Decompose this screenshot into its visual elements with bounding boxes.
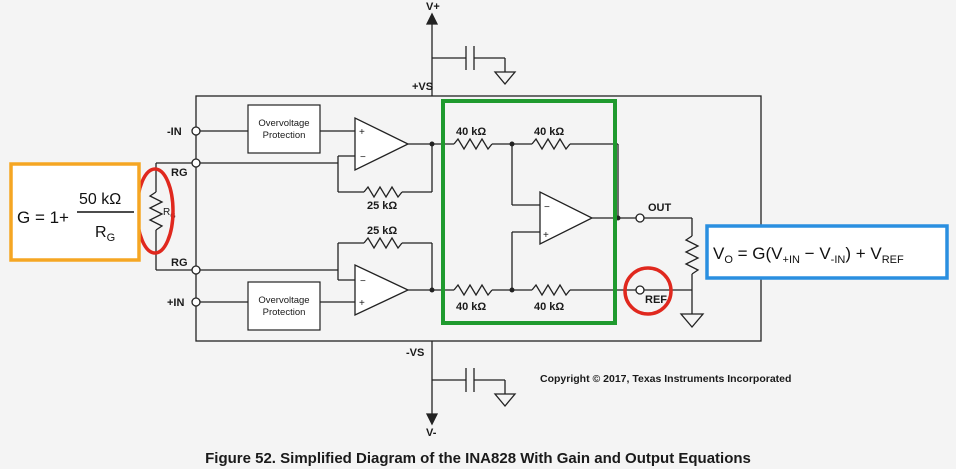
gain-numerator: 50 kΩ xyxy=(79,191,121,208)
ovp-top-line1: Overvoltage xyxy=(258,118,309,129)
opamp-bottom-plus-sign: + xyxy=(359,298,365,309)
rg-bottom-pin xyxy=(191,265,201,275)
supply-bottom xyxy=(425,341,517,426)
r40-bottom-left-label: 40 kΩ xyxy=(456,301,486,313)
plus-in-pin xyxy=(191,297,201,307)
junction-dot xyxy=(429,141,435,147)
ref-pin xyxy=(635,285,645,295)
plus-in-label: +IN xyxy=(167,297,184,309)
diff-opamp xyxy=(539,190,594,246)
gain-lhs: G = 1+ xyxy=(17,208,69,227)
minus-vs-label: -VS xyxy=(406,347,424,359)
r25-top-label: 25 kΩ xyxy=(367,200,397,212)
r25-bottom-label: 25 kΩ xyxy=(367,225,397,237)
output-equation: VO = G(V+IN − V-IN) + VREF xyxy=(713,244,904,266)
r40-bottom-right-label: 40 kΩ xyxy=(534,301,564,313)
rg-resistor xyxy=(148,162,192,271)
ovp-bottom-line2: Protection xyxy=(263,307,306,318)
copyright-text: Copyright © 2017, Texas Instruments Inco… xyxy=(540,373,791,385)
ref-label: REF xyxy=(645,294,667,306)
input-opamp-top xyxy=(354,116,410,172)
opamp-top-plus-sign: + xyxy=(359,127,365,138)
diff-opamp-plus-sign: + xyxy=(543,230,549,241)
ovp-bottom-block xyxy=(247,281,321,331)
figure-caption: Figure 52. Simplified Diagram of the INA… xyxy=(205,450,751,467)
plus-vs-label: +VS xyxy=(412,81,433,93)
diff-opamp-minus-sign: − xyxy=(544,202,550,213)
junction-dot xyxy=(509,141,515,147)
rg-top-label: RG xyxy=(171,167,188,179)
vplus-label: V+ xyxy=(426,1,440,13)
minus-in-pin xyxy=(191,126,201,136)
ovp-top-line2: Protection xyxy=(263,130,306,141)
junction-dot xyxy=(509,287,515,293)
chip-outline xyxy=(195,95,762,342)
out-label: OUT xyxy=(648,202,672,214)
diff-amp-wiring xyxy=(432,137,640,297)
input-opamp-bottom xyxy=(354,263,410,317)
r40-top-right-label: 40 kΩ xyxy=(534,126,564,138)
ovp-top-block xyxy=(247,104,321,154)
ovp-bottom-line1: Overvoltage xyxy=(258,295,309,306)
gain-denominator: RG xyxy=(95,224,115,244)
input-wiring xyxy=(200,130,355,303)
ref-highlight-circle xyxy=(623,266,673,316)
minus-in-label: -IN xyxy=(167,126,182,138)
out-pin xyxy=(635,213,645,223)
output-equation-box xyxy=(705,224,949,280)
diff-amp-highlight-box xyxy=(441,99,617,325)
vminus-label: V- xyxy=(426,427,437,439)
feedback-wiring xyxy=(337,143,433,291)
opamp-top-minus-sign: − xyxy=(360,152,366,163)
rg-bottom-label: RG xyxy=(171,257,188,269)
supply-top xyxy=(425,12,517,96)
junction-dot xyxy=(429,287,435,293)
r40-top-left-label: 40 kΩ xyxy=(456,126,486,138)
load-wiring xyxy=(644,217,705,329)
opamp-bottom-minus-sign: − xyxy=(360,276,366,287)
rg-top-pin xyxy=(191,158,201,168)
